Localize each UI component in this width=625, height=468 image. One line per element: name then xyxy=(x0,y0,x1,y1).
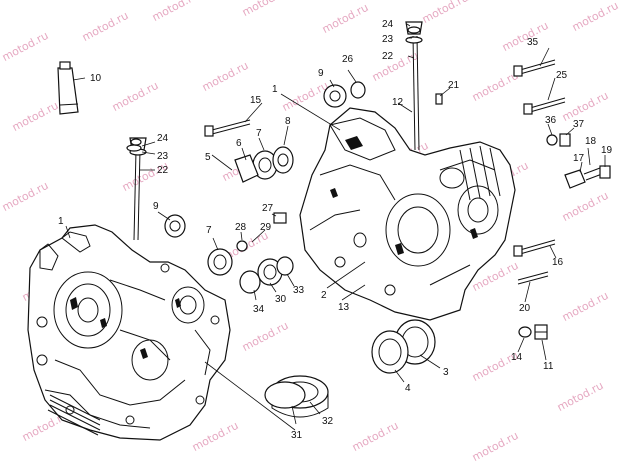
bolt-25 xyxy=(523,97,566,115)
callout-5: 5 xyxy=(205,152,211,163)
bearing-34-30-33 xyxy=(239,256,294,294)
callout-7-upper: 7 xyxy=(256,128,262,139)
callout-15: 15 xyxy=(250,95,262,106)
stud-22-right xyxy=(405,21,423,151)
valve-17-18-19 xyxy=(564,165,611,189)
plug-36-37 xyxy=(546,133,571,147)
callout-22-left: 22 xyxy=(157,165,169,176)
callout-35: 35 xyxy=(527,37,539,48)
callout-33: 33 xyxy=(293,285,305,296)
callout-10: 10 xyxy=(90,73,102,84)
callout-1-right: 1 xyxy=(272,84,278,95)
callout-2: 2 xyxy=(321,290,327,301)
callout-26: 26 xyxy=(342,54,354,65)
bearing-9-left xyxy=(164,214,186,238)
callout-17: 17 xyxy=(573,153,585,164)
callout-27: 27 xyxy=(262,203,274,214)
bolt-20 xyxy=(517,271,549,285)
callout-22-right: 22 xyxy=(382,51,394,62)
bushing-27-28 xyxy=(236,212,287,252)
bolt-15 xyxy=(204,119,251,137)
bearing-9-top xyxy=(323,81,366,108)
callout-24-right: 24 xyxy=(382,19,394,30)
callout-30: 30 xyxy=(275,294,287,305)
callout-3: 3 xyxy=(443,367,449,378)
pin-21 xyxy=(435,93,443,105)
callout-14: 14 xyxy=(511,352,523,363)
callout-12: 12 xyxy=(392,97,404,108)
bearing-7-upper xyxy=(252,146,294,180)
callout-4: 4 xyxy=(405,383,411,394)
callout-23-right: 23 xyxy=(382,34,394,45)
washer-23-24 xyxy=(126,26,421,152)
callout-11: 11 xyxy=(543,361,554,372)
callout-24-left: 24 xyxy=(157,133,169,144)
stud-22-left xyxy=(129,137,147,241)
bolt-35 xyxy=(513,59,556,77)
callout-13: 13 xyxy=(338,302,350,313)
left-crankcase-half xyxy=(27,224,231,441)
callout-34: 34 xyxy=(253,304,265,315)
callout-21: 21 xyxy=(448,80,460,91)
callout-25: 25 xyxy=(556,70,568,81)
main-bearing-left xyxy=(264,375,329,418)
callout-16: 16 xyxy=(552,257,564,268)
callout-36: 36 xyxy=(545,115,557,126)
callout-18: 18 xyxy=(585,136,597,147)
callout-28: 28 xyxy=(235,222,247,233)
callout-6: 6 xyxy=(236,138,242,149)
callout-1-left: 1 xyxy=(58,216,64,227)
sealant-tube xyxy=(57,61,79,115)
callout-8: 8 xyxy=(285,116,291,127)
main-bearing-large xyxy=(371,319,436,374)
callout-7-lower: 7 xyxy=(206,225,212,236)
callout-20: 20 xyxy=(519,303,531,314)
callout-32: 32 xyxy=(322,416,334,427)
drain-plug-11-14 xyxy=(518,324,548,340)
callout-9-top: 9 xyxy=(318,68,324,79)
callout-19: 19 xyxy=(601,145,613,156)
callout-31: 31 xyxy=(291,430,303,441)
callouts: 10 1 1 2 3 4 5 6 7 7 8 9 9 11 12 13 14 1… xyxy=(58,19,613,441)
callout-29: 29 xyxy=(260,222,272,233)
bolt-16 xyxy=(513,239,556,257)
bearing-7-lower xyxy=(207,248,233,276)
callout-23-left: 23 xyxy=(157,151,169,162)
right-crankcase-half xyxy=(299,107,516,321)
callout-9-left: 9 xyxy=(153,201,159,212)
callout-37: 37 xyxy=(573,119,585,130)
leader-lines xyxy=(65,23,606,431)
